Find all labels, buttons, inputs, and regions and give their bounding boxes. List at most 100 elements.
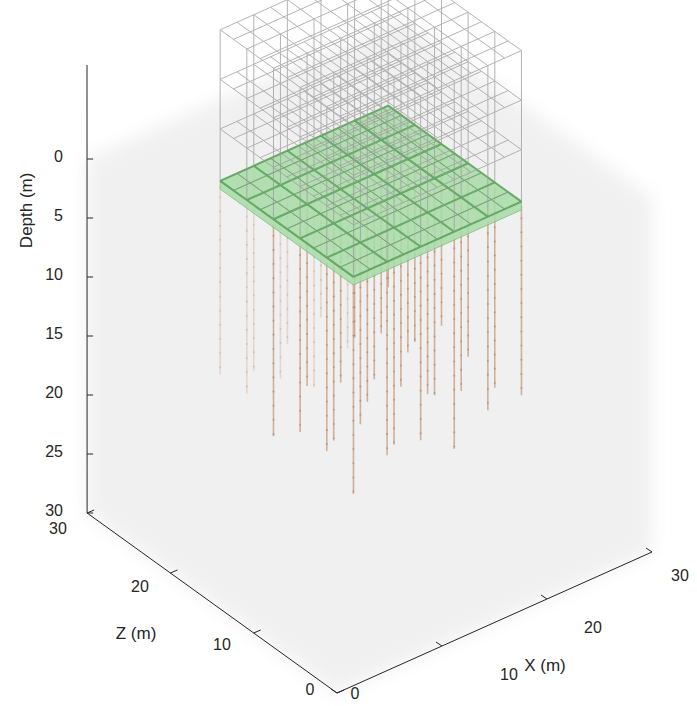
pile-node bbox=[494, 240, 496, 242]
pile-node bbox=[427, 370, 429, 372]
pile-node bbox=[366, 309, 368, 311]
pile-node bbox=[453, 276, 455, 278]
pile-node bbox=[427, 327, 429, 329]
pile-node bbox=[313, 384, 315, 386]
tick-mark bbox=[646, 548, 652, 552]
pile-node bbox=[306, 333, 308, 335]
pile-node bbox=[487, 317, 489, 319]
pile-node bbox=[272, 348, 274, 350]
pile-node bbox=[434, 392, 436, 394]
pile-node bbox=[333, 310, 335, 312]
pile-node bbox=[299, 282, 301, 284]
pile-node bbox=[520, 288, 522, 290]
column bbox=[320, 0, 321, 136]
pile-node bbox=[299, 311, 301, 313]
pile-node bbox=[352, 307, 354, 309]
pile-node bbox=[487, 246, 489, 248]
pile-node bbox=[279, 257, 281, 259]
pile-node bbox=[340, 304, 342, 306]
column bbox=[280, 34, 281, 185]
pile-node bbox=[414, 268, 416, 270]
pile-node bbox=[272, 320, 274, 322]
pile-node bbox=[366, 365, 368, 367]
pile-node bbox=[320, 293, 322, 295]
pile-node bbox=[520, 387, 522, 389]
axes bbox=[87, 65, 652, 693]
column bbox=[374, 23, 375, 174]
pile-node bbox=[306, 276, 308, 278]
pile-node bbox=[313, 299, 315, 301]
pile-node bbox=[434, 335, 436, 337]
pile-node bbox=[352, 406, 354, 408]
pile-node bbox=[393, 328, 395, 330]
tick-mark bbox=[331, 689, 337, 693]
pile-node bbox=[299, 353, 301, 355]
tick-mark bbox=[87, 510, 94, 513]
tick-label: 20 bbox=[584, 619, 602, 637]
pile-node bbox=[313, 285, 315, 287]
pile-node bbox=[520, 302, 522, 304]
pile-node bbox=[453, 361, 455, 363]
tick-label: 0 bbox=[54, 148, 63, 166]
pile-node bbox=[440, 301, 442, 303]
pile-node bbox=[352, 349, 354, 351]
pile-node bbox=[352, 292, 354, 294]
pile-node bbox=[246, 244, 248, 246]
pile-node bbox=[352, 491, 354, 493]
pile-node bbox=[219, 295, 221, 297]
pile-node bbox=[359, 357, 361, 359]
pile-node bbox=[427, 271, 429, 273]
pile-node bbox=[246, 216, 248, 218]
pile-node bbox=[272, 405, 274, 407]
pile-node bbox=[286, 322, 288, 324]
pile-node bbox=[279, 314, 281, 316]
pile-node bbox=[380, 311, 382, 313]
pile bbox=[273, 224, 275, 436]
beam bbox=[233, 0, 401, 39]
pile-node bbox=[420, 432, 422, 434]
pile-node bbox=[393, 286, 395, 288]
pile-node bbox=[333, 281, 335, 283]
pile-node bbox=[299, 367, 301, 369]
tick-mark bbox=[337, 690, 344, 693]
pile-node bbox=[246, 272, 248, 274]
pile-node bbox=[373, 303, 375, 305]
pile-node bbox=[306, 319, 308, 321]
pile-node bbox=[313, 355, 315, 357]
pile-node bbox=[246, 315, 248, 317]
pile-node bbox=[352, 377, 354, 379]
pile-node bbox=[253, 280, 255, 282]
pile-node bbox=[380, 325, 382, 327]
pile-node bbox=[434, 250, 436, 252]
pile-node bbox=[434, 293, 436, 295]
column bbox=[407, 8, 408, 159]
pile-node bbox=[279, 285, 281, 287]
tick-label: 10 bbox=[213, 636, 231, 654]
pile-node bbox=[313, 327, 315, 329]
pile-node bbox=[333, 437, 335, 439]
pile-node bbox=[393, 356, 395, 358]
pile-node bbox=[333, 324, 335, 326]
pile-node bbox=[272, 391, 274, 393]
tick-mark bbox=[170, 570, 177, 573]
pile-node bbox=[253, 238, 255, 240]
tick-mark bbox=[541, 595, 547, 599]
pile-node bbox=[494, 368, 496, 370]
pile-node bbox=[326, 415, 328, 417]
pile-node bbox=[467, 235, 469, 237]
pile-node bbox=[420, 305, 422, 307]
pile-node bbox=[352, 363, 354, 365]
pile-node bbox=[373, 345, 375, 347]
pile-node bbox=[407, 288, 409, 290]
pile-node bbox=[420, 333, 422, 335]
pile-node bbox=[414, 296, 416, 298]
pile-node bbox=[347, 284, 349, 286]
pile-node bbox=[340, 332, 342, 334]
pile-node bbox=[333, 296, 335, 298]
pile-node bbox=[219, 239, 221, 241]
pile-node bbox=[400, 280, 402, 282]
pile-node bbox=[460, 355, 462, 357]
pile-node bbox=[272, 376, 274, 378]
pile-node bbox=[407, 316, 409, 318]
pile-node bbox=[400, 336, 402, 338]
